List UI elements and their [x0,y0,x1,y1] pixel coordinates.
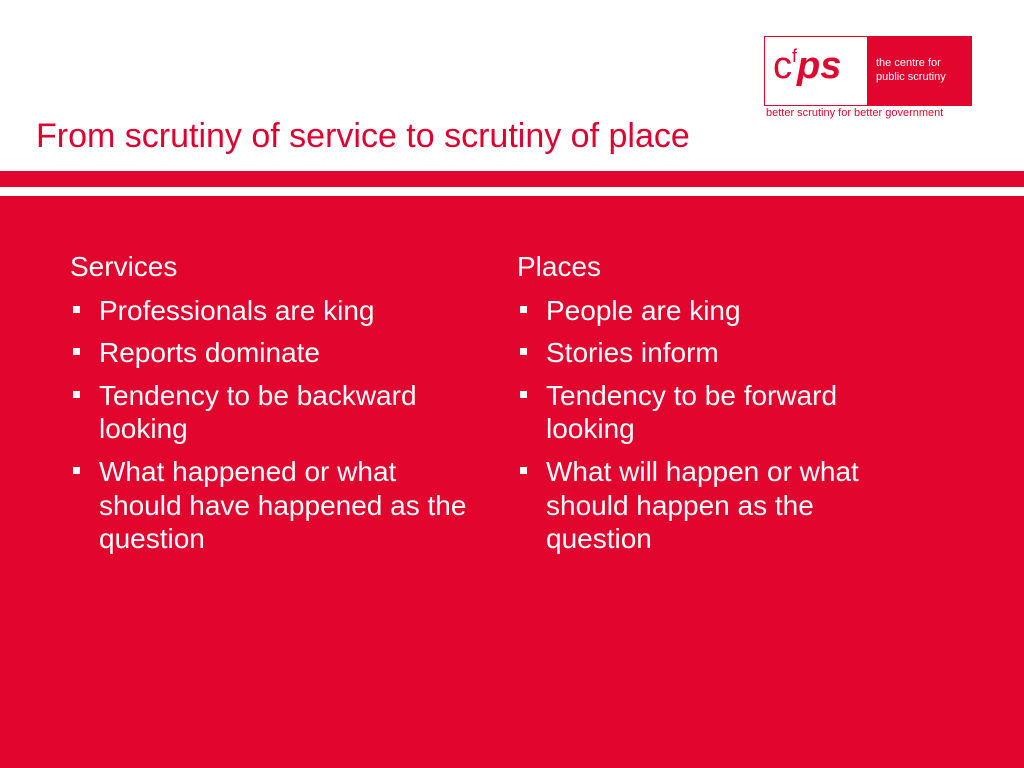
slide-title: From scrutiny of service to scrutiny of … [36,117,690,155]
red-content-panel [0,196,1024,768]
square-bullet-icon [73,390,80,398]
square-bullet-icon [520,305,527,313]
list-item-text: Tendency to be forward looking [546,379,838,445]
logo-mark-ps: ps [797,45,842,87]
list-item-text: Professionals are king [99,294,375,326]
services-heading: Services [70,251,178,282]
square-bullet-icon [520,466,527,474]
square-bullet-icon [520,390,527,398]
places-column: Places People are king Stories inform Te… [517,250,917,565]
list-item-text: Stories inform [546,337,719,369]
list-item: People are king [517,294,917,328]
places-heading: Places [517,251,602,282]
list-item: Tendency to be backward looking [70,379,470,446]
red-divider-stripe [0,171,1024,187]
list-item: What happened or what should have happen… [70,455,470,556]
logo-red-block: the centre for public scrutiny [867,37,971,105]
logo-mark: cfps [773,47,841,85]
square-bullet-icon [73,466,80,474]
logo-mark-f: f [792,46,798,66]
list-item: Stories inform [517,336,917,370]
logo-line-2: public scrutiny [876,70,946,83]
list-item-text: What happened or what should have happen… [99,455,467,555]
list-item-text: Reports dominate [99,337,321,369]
services-column: Services Professionals are king Reports … [70,250,470,565]
logo-mark-c: c [773,45,792,87]
list-item-text: People are king [546,294,741,326]
logo-box: cfps the centre for public scrutiny [764,36,972,106]
cfps-logo: cfps the centre for public scrutiny bett… [764,36,972,123]
square-bullet-icon [73,305,80,313]
list-item-text: What will happen or what should happen a… [546,455,859,555]
logo-line-1: the centre for [876,57,941,69]
list-item: Professionals are king [70,294,470,328]
logo-tagline: better scrutiny for better government [766,107,944,119]
services-list: Professionals are king Reports dominate … [70,294,470,556]
square-bullet-icon [73,348,80,356]
places-list: People are king Stories inform Tendency … [517,294,917,556]
list-item-text: Tendency to be backward looking [99,379,417,445]
list-item: Tendency to be forward looking [517,379,917,446]
list-item: What will happen or what should happen a… [517,455,917,556]
square-bullet-icon [520,348,527,356]
list-item: Reports dominate [70,336,470,370]
